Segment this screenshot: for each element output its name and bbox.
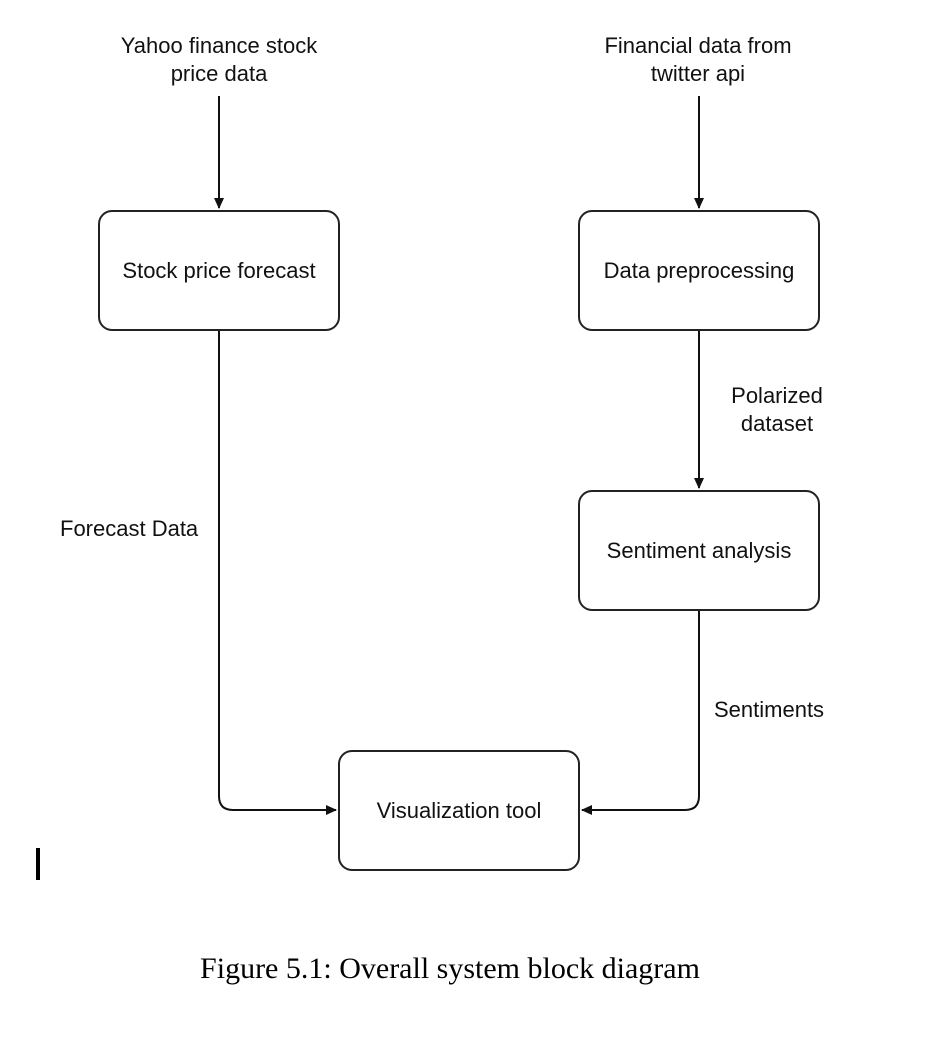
forecast-data-label: Forecast Data: [60, 516, 199, 541]
yahoo-source-label: Yahoo finance stock price data: [84, 32, 354, 88]
polarized-dataset-label: Polarized dataset: [712, 382, 842, 438]
sentiments-label: Sentiments: [714, 697, 825, 722]
yahoo-source-line-1: Yahoo finance stock: [120, 33, 318, 58]
twitter-source-label: Financial data from twitter api: [566, 32, 830, 88]
arrow-forecast-to-visualization: [218, 331, 337, 815]
stock-price-forecast-box: Stock price forecast: [98, 210, 340, 331]
sentiment-analysis-box: Sentiment analysis: [578, 490, 820, 611]
arrow-sentiment-to-visualization: [581, 611, 700, 815]
data-preprocessing-box: Data preprocessing: [578, 210, 820, 331]
twitter-source-line-1: Financial data from: [604, 33, 792, 58]
polarized-dataset-line-1: Polarized: [731, 383, 823, 408]
polarized-dataset-line-2: dataset: [740, 411, 814, 436]
text-cursor: [36, 848, 40, 880]
yahoo-source-line-2: price data: [170, 61, 268, 86]
figure-caption: Figure 5.1: Overall system block diagram: [200, 952, 700, 985]
visualization-tool-box: Visualization tool: [338, 750, 580, 871]
twitter-source-line-2: twitter api: [650, 61, 746, 86]
